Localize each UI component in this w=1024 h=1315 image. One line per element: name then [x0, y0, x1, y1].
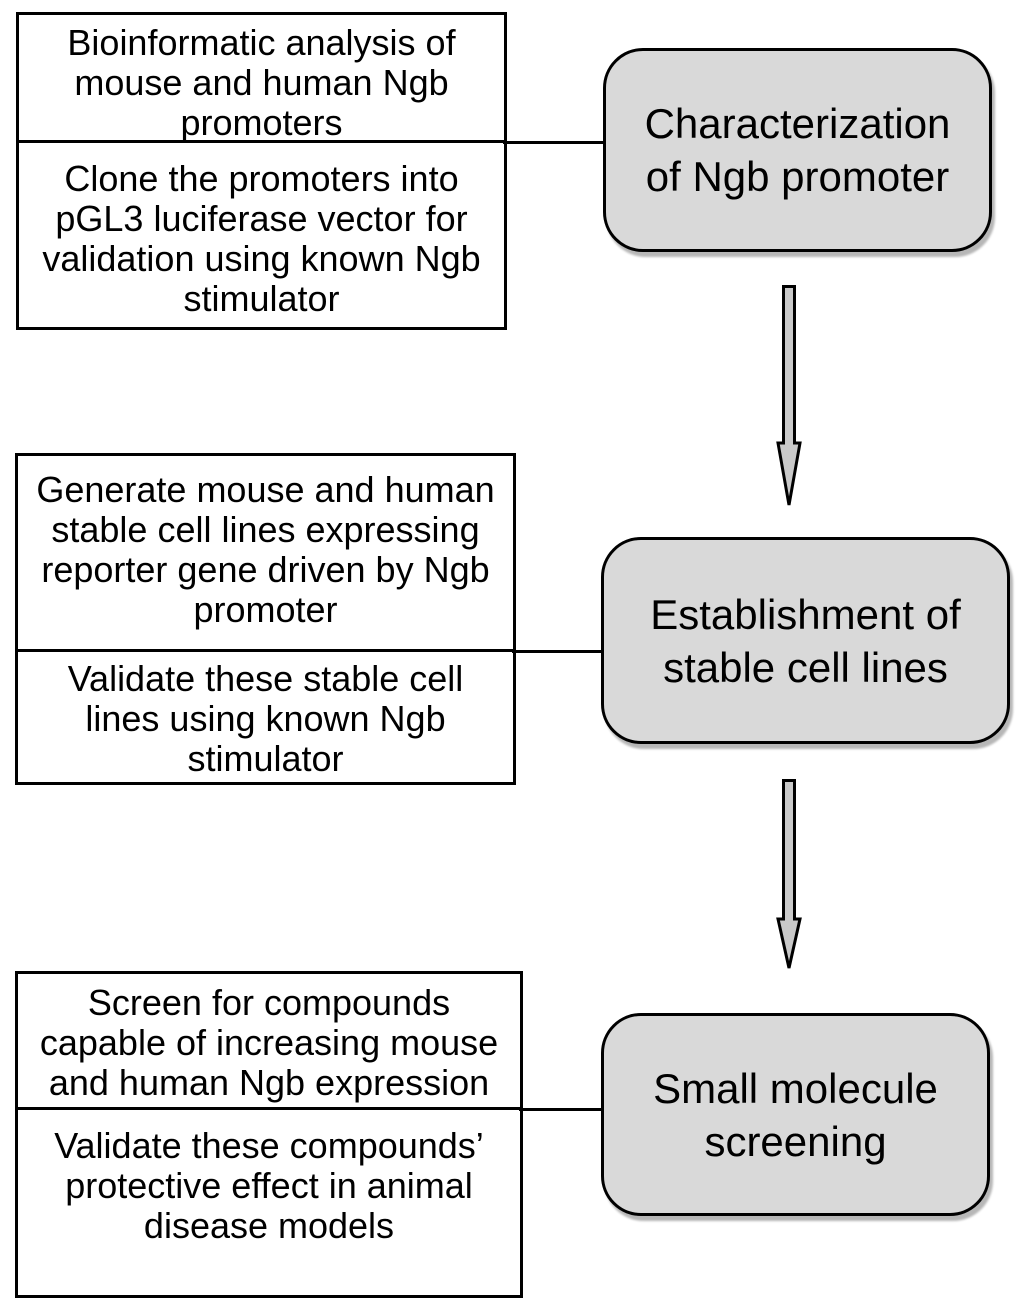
task-step-validate-compounds: Validate these compounds’ protective eff… — [54, 1125, 484, 1246]
down-arrow-2 — [776, 779, 802, 969]
connector-line-row1 — [503, 141, 605, 144]
connector-line-row2 — [512, 650, 603, 653]
stage-box-small-molecule-screening: Small molecule screening — [601, 1013, 990, 1216]
task-step-screen-compounds: Screen for compounds capable of increasi… — [18, 974, 520, 1110]
arrow-shape — [776, 779, 802, 969]
task-step-clone-promoters: Clone the promoters into pGL3 luciferase… — [42, 158, 481, 319]
task-box-stable-cell-lines: Generate mouse and human stable cell lin… — [15, 453, 516, 785]
task-box-screening: Screen for compounds capable of increasi… — [15, 971, 523, 1298]
stage-label-small-molecule-screening: Small molecule screening — [653, 1064, 938, 1165]
arrow-shape — [776, 285, 802, 506]
task-step-generate-cell-lines: Generate mouse and human stable cell lin… — [18, 456, 513, 652]
task-step-validate-cell-lines: Validate these stable cell lines using k… — [67, 658, 464, 779]
task-step-bioinformatic-analysis: Bioinformatic analysis of mouse and huma… — [19, 15, 504, 143]
task-box-characterization: Bioinformatic analysis of mouse and huma… — [16, 12, 507, 330]
stage-box-establishment: Establishment of stable cell lines — [601, 537, 1010, 744]
stage-label-establishment: Establishment of stable cell lines — [650, 590, 961, 691]
stage-label-characterization: Characterization of Ngb promoter — [644, 100, 951, 200]
down-arrow-1 — [776, 285, 802, 506]
connector-line-row3 — [519, 1108, 603, 1111]
stage-box-characterization: Characterization of Ngb promoter — [603, 48, 992, 252]
